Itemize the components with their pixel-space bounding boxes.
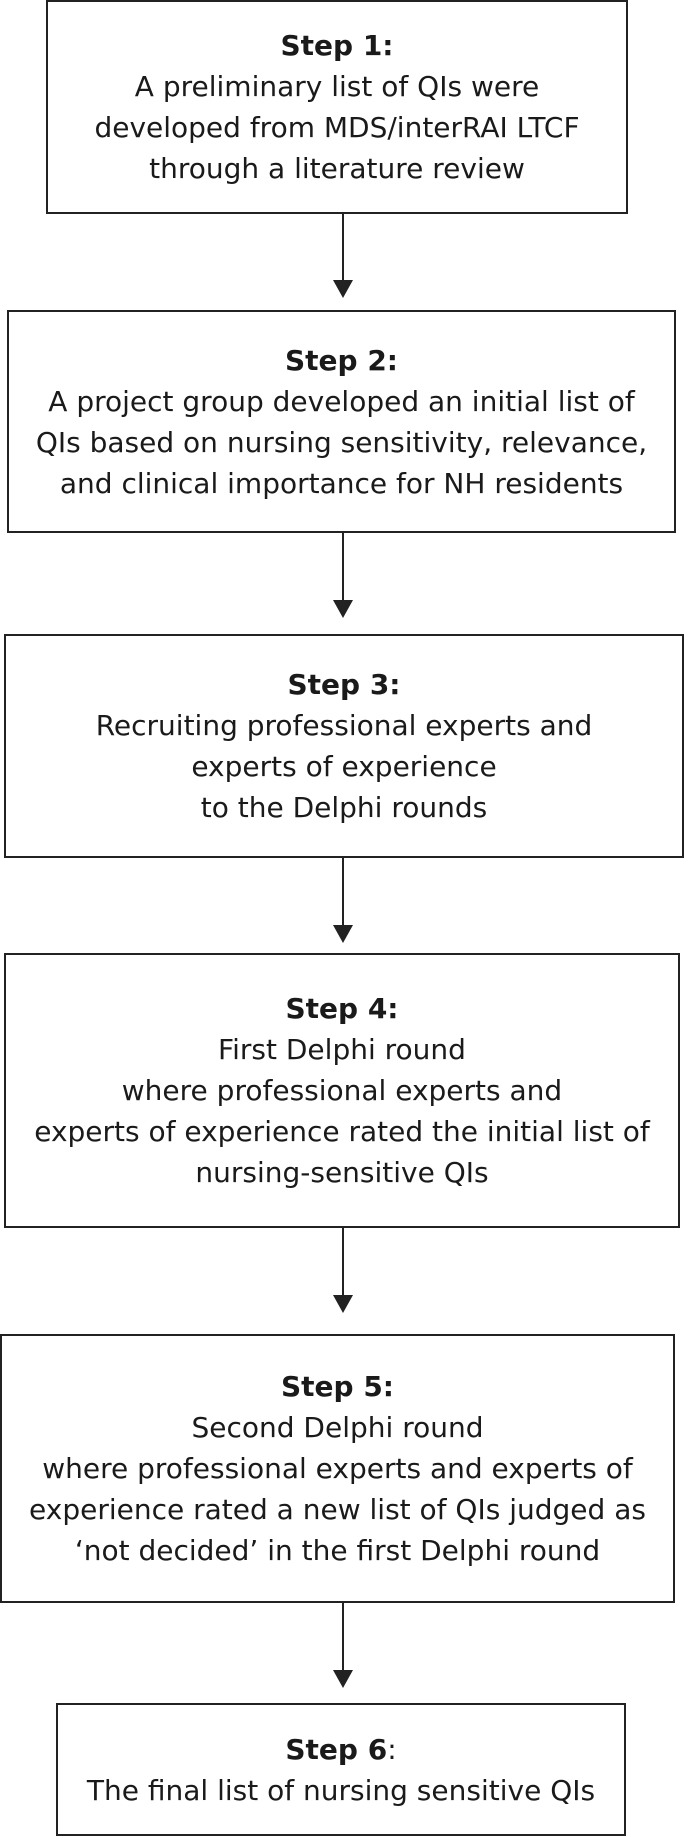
arrowhead-4 bbox=[333, 1295, 353, 1313]
arrowhead-3 bbox=[333, 925, 353, 943]
step-2-heading: Step 2: bbox=[284, 343, 398, 377]
step-3-heading: Step 3: bbox=[287, 668, 401, 701]
step-1-line-3: through a literature review bbox=[149, 152, 525, 185]
step-4-box: Step 4: First Delphi round where profess… bbox=[4, 953, 680, 1228]
arrowhead-5 bbox=[333, 1670, 353, 1688]
arrowhead-2 bbox=[333, 600, 353, 618]
step-5-line-1: Second Delphi round bbox=[191, 1411, 484, 1444]
step-4-line-2: where professional experts and bbox=[121, 1074, 563, 1107]
step-3-line-3: to the Delphi rounds bbox=[200, 791, 488, 824]
step-5-line-4: ‘not decided’ in the first Delphi round bbox=[74, 1534, 601, 1567]
step-2-box: Step 2: A project group developed an ini… bbox=[7, 310, 676, 533]
step-2-line-2: QIs based on nursing sensitivity, releva… bbox=[35, 425, 648, 459]
step-6-box: Step 6: The final list of nursing sensit… bbox=[56, 1703, 626, 1836]
step-2-line-3: and clinical importance for NH residents bbox=[59, 466, 624, 500]
step-4-line-4: nursing-sensitive QIs bbox=[195, 1156, 489, 1189]
step-3-line-1: Recruiting professional experts and bbox=[95, 709, 593, 742]
step-6-line-1: The final list of nursing sensitive QIs bbox=[86, 1773, 596, 1807]
step-3-line-2: experts of experience bbox=[191, 750, 497, 783]
step-4-line-1: First Delphi round bbox=[218, 1033, 466, 1066]
step-6-heading: Step 6: bbox=[285, 1732, 397, 1766]
step-1-box: Step 1: A preliminary list of QIs were d… bbox=[46, 0, 628, 214]
step-5-heading: Step 5: bbox=[280, 1370, 394, 1403]
step-2-line-1: A project group developed an initial lis… bbox=[48, 384, 635, 418]
step-5-box: Step 5: Second Delphi round where profes… bbox=[0, 1334, 675, 1603]
step-5-line-3: experience rated a new list of QIs judge… bbox=[29, 1493, 646, 1526]
step-4-line-3: experts of experience rated the initial … bbox=[34, 1115, 650, 1148]
step-4-heading: Step 4: bbox=[285, 992, 399, 1025]
step-5-line-2: where professional experts and experts o… bbox=[42, 1452, 633, 1485]
step-1-line-1: A preliminary list of QIs were bbox=[134, 70, 540, 103]
step-3-box: Step 3: Recruiting professional experts … bbox=[4, 634, 684, 858]
step-1-heading: Step 1: bbox=[280, 29, 394, 62]
step-1-line-2: developed from MDS/interRAI LTCF bbox=[94, 111, 580, 144]
arrowhead-1 bbox=[333, 280, 353, 298]
